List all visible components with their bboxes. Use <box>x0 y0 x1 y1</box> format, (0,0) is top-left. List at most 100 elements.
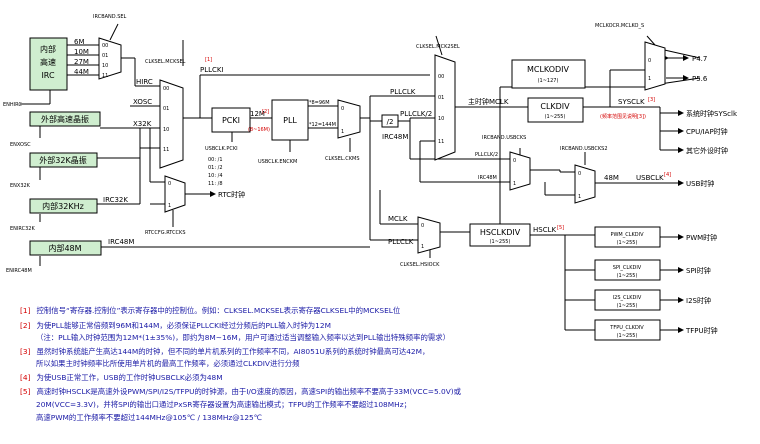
i2s-clkdiv-label: I2S_CLKDIV <box>613 295 642 301</box>
irc-block-line1: 内部 <box>40 44 56 54</box>
mclko-sel-0: 0 <box>648 58 651 64</box>
pll-out96-label: *8=96M <box>309 100 330 106</box>
spi-clock-out: SPI时钟 <box>686 266 711 275</box>
ckms-label: CLKSEL.CKMS <box>325 156 360 162</box>
irc-block-line3: IRC <box>41 71 55 80</box>
spi-clkdiv-label: SPI_CLKDIV <box>613 265 642 271</box>
ckms-sel-1: 1 <box>341 129 344 135</box>
pllclk-label: PLLCLK <box>390 88 416 96</box>
irc-freq-2: 27M <box>74 58 89 66</box>
enckm-label: USBCLK.ENCKM <box>258 159 297 165</box>
pll-block <box>271 99 309 141</box>
pllclk2-usb-label: PLLCLK/2 <box>475 152 498 158</box>
wires <box>20 23 701 333</box>
note-5-text: 高速时钟HSCLK是高速外设PWM/SPI/I2S/TFPU的时钟源，由于I/O… <box>36 387 462 396</box>
note-3b-text: 所以如果主时钟频率比所使用单片机的最高工作频率，必须通过CLKDIV进行分频 <box>36 359 300 368</box>
irc-freq-1: 10M <box>74 48 89 56</box>
irc-sel-0: 00 <box>102 43 108 49</box>
hs-mclk-label: MCLK <box>388 215 408 223</box>
mck2-sel-0: 00 <box>438 74 444 80</box>
irc-block-line2: 高速 <box>40 57 56 67</box>
div2-block <box>381 114 399 128</box>
mcksel-sel-0: 00 <box>163 86 169 92</box>
int48m-label: 内部48M <box>48 243 81 253</box>
usbcks-sel-0: 0 <box>513 158 516 164</box>
mclko-sel-1: 1 <box>648 76 651 82</box>
rtc-clock-label: RTC时钟 <box>218 190 245 199</box>
sys-clock-out: 系统时钟SYSclk <box>686 109 738 118</box>
note-1-mark: [1] <box>20 306 31 315</box>
mck2-sel-2: 10 <box>438 116 444 122</box>
p56-label: P5.6 <box>692 75 708 83</box>
note-3: [3] 虽然时钟系统能产生高达144M的时钟，但不同的单片机系列的工作频率不同，A… <box>20 347 429 357</box>
note-5c-text: 高速PWM的工作频率不要超过144MHz@105℃ / 138MHz@125℃ <box>36 413 263 422</box>
i2s-clkdiv-range: (1~255) <box>617 303 638 309</box>
enhirc-label: ENHIRC <box>3 102 22 108</box>
rtc-mux <box>164 175 186 213</box>
irc-block <box>29 37 68 91</box>
tfpu-clkdiv-label: TFPU_CLKDIV <box>609 325 644 331</box>
note-1: [1] 控制信号“寄存器.控制位”表示寄存器中的控制位。例如：CLKSEL.MCK… <box>20 306 400 316</box>
p47-label: P4.7 <box>692 55 707 63</box>
irc-sel-1: 01 <box>102 53 108 59</box>
note-1-text: 控制信号“寄存器.控制位”表示寄存器中的控制位。例如：CLKSEL.MCKSEL… <box>36 306 401 315</box>
pll-label: PLL <box>283 116 297 125</box>
sysclk-note: (频率范围见说明[3]) <box>600 113 646 120</box>
spi-clkdiv-range: (1~255) <box>617 273 638 279</box>
pcki-div-1: 01: /2 <box>208 165 223 171</box>
mcksel-sel-2: 10 <box>163 127 169 133</box>
f48m-label: 48M <box>604 174 619 182</box>
usbcks2-sel-0: 0 <box>578 171 581 177</box>
clksel-mcksel-label: CLKSEL.MCKSEL <box>145 59 186 65</box>
note-3-mark: [3] <box>20 347 31 356</box>
mcksel-sel-1: 01 <box>163 106 169 112</box>
int32k-block <box>29 198 98 214</box>
clkdiv-block <box>527 97 584 123</box>
note-2b: （注：PLL输入时钟范围为12M*(1±35%)，即约为8M~16M，用户可通过… <box>36 333 450 343</box>
pwm-clkdiv-label: PWM_CLKDIV <box>610 232 644 238</box>
note-5b: 20M(VCC=3.3V)，并将SPI的输出口通过PxSR寄存器设置为高速输出模… <box>36 400 411 410</box>
pll-in-label: 12M <box>250 110 265 118</box>
pcki-div-2: 10: /4 <box>208 173 223 179</box>
cpu-clock-out: CPU/IAP时钟 <box>686 127 728 136</box>
note-5: [5]高速时钟HSCLK是高速外设PWM/SPI/I2S/TFPU的时钟源，由于… <box>20 387 461 397</box>
clksel-mcksel-mark: [1] <box>205 57 212 63</box>
pcki-block <box>211 107 251 133</box>
usbcks-sel-1: 1 <box>513 181 516 187</box>
sysclk-label: SYSCLK <box>618 98 645 106</box>
rtc-sel-0: 0 <box>168 181 171 187</box>
enirc48m-label: ENIRC48M <box>6 268 32 274</box>
usb-clock-out: USB时钟 <box>686 179 714 188</box>
mclkodiv-block <box>511 59 586 89</box>
ext32k-block <box>29 152 98 168</box>
note-2-text: 为使PLL能够正常倍频到96M和144M，必须保证PLLCKI经过分频后的PLL… <box>36 321 331 330</box>
usbclk-label: USBCLK <box>636 174 664 182</box>
rtc-sel-1: 1 <box>168 203 171 209</box>
note-5b-text: 20M(VCC=3.3V)，并将SPI的输出口通过PxSR寄存器设置为高速输出模… <box>36 400 411 409</box>
hsiock-sel-1: 1 <box>421 244 424 250</box>
pwm-clock-out: PWM时钟 <box>686 233 717 242</box>
ckms-sel-0: 0 <box>341 106 344 112</box>
mclk-label: 主时钟MCLK <box>468 97 509 106</box>
pll-in-mark: [2] <box>262 109 269 115</box>
hsiock-mux <box>417 216 441 254</box>
irc48m-top-label: IRC48M <box>382 133 408 141</box>
enxosc-label: ENXOSC <box>10 142 31 148</box>
hsclkdiv-range: (1~255) <box>490 239 511 245</box>
rtccfg-label: RTCCFG.RTCCKS <box>145 230 186 236</box>
pll-out144-label: *12=144M <box>309 122 336 128</box>
ext32k-label: 外部32K晶振 <box>39 155 86 165</box>
mclkodiv-range: (1~127) <box>538 78 559 84</box>
pcki-div-0: 00: /1 <box>208 157 223 163</box>
mclko-mux <box>644 41 666 91</box>
pwm-clkdiv-range: (1~255) <box>617 240 638 246</box>
usbclk-mark: [4] <box>664 172 671 178</box>
pcki-label: PCKI <box>222 116 240 125</box>
usbcks2-mux <box>574 164 596 204</box>
note-3-text: 虽然时钟系统能产生高达144M的时钟，但不同的单片机系列的工作频率不同，AI80… <box>36 347 430 356</box>
other-clock-out: 其它外设时钟 <box>686 146 728 155</box>
enirc32k-label: ENIRC32K <box>10 226 35 232</box>
usbclk-pcki-label: USBCLK.PCKI <box>205 146 238 152</box>
note-4-text: 为使USB正常工作，USB的工作时钟USBCLK必须为48M <box>36 373 223 382</box>
